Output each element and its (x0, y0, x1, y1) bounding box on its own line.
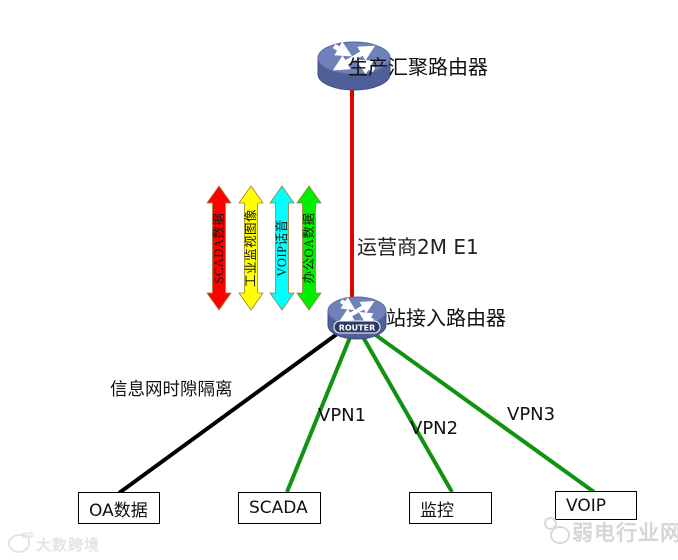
endpoint-label-voip: VOIP (566, 495, 606, 516)
vpn2-label: VPN2 (410, 418, 459, 439)
vpn1-label: VPN1 (318, 405, 367, 426)
flow-label-scada: SCADA数据 (212, 212, 226, 284)
flow-label-voip: VOIP话音 (275, 219, 289, 277)
endpoint-label-oa: OA数据 (89, 500, 148, 521)
vpn3-link-line (364, 326, 596, 494)
endpoint-box-monitor: 监控 (409, 492, 492, 524)
bottom-left-watermark-icon (8, 534, 30, 553)
flow-arrow-scada (206, 185, 232, 311)
bottom-right-watermark-icon (544, 517, 557, 530)
flow-label-video: 工业监视图像 (244, 209, 258, 288)
router-badge-label: ROUTER (339, 324, 376, 333)
endpoint-box-oa: OA数据 (78, 492, 160, 524)
isolation-link-line (117, 324, 350, 495)
flow-arrow-voip (269, 185, 295, 311)
isolation-link-label: 信息网时隙隔离 (110, 379, 233, 399)
bottom-right-watermark-text: 弱电行业网 (572, 521, 678, 545)
access-router-icon: ROUTER (327, 296, 387, 340)
endpoint-box-voip: VOIP (555, 491, 637, 520)
bottom-left-watermark-icon-detail: 00 (22, 531, 34, 540)
flow-arrow-oa (296, 185, 322, 311)
endpoint-label-monitor: 监控 (420, 500, 454, 521)
wan-link-label: 运营商2M E1 (357, 235, 479, 259)
flow-label-oa: 办公OA数据 (302, 212, 316, 284)
endpoint-box-scada: SCADA (238, 492, 321, 524)
bottom-left-watermark-text: 大数跨境 (36, 536, 101, 554)
bottom-right-watermark-icon2 (550, 526, 570, 544)
aggregation-router-label: 生产汇聚路由器 (348, 57, 488, 79)
router-badge (333, 320, 381, 334)
access-router-label: 站接入路由器 (386, 308, 506, 330)
vpn1-link-line (285, 329, 355, 493)
vpn3-label: VPN3 (507, 404, 556, 425)
vpn2-link-line (357, 329, 454, 493)
flow-arrow-video (238, 185, 264, 311)
endpoint-label-scada: SCADA (249, 498, 308, 518)
aggregation-router-icon (317, 41, 391, 91)
